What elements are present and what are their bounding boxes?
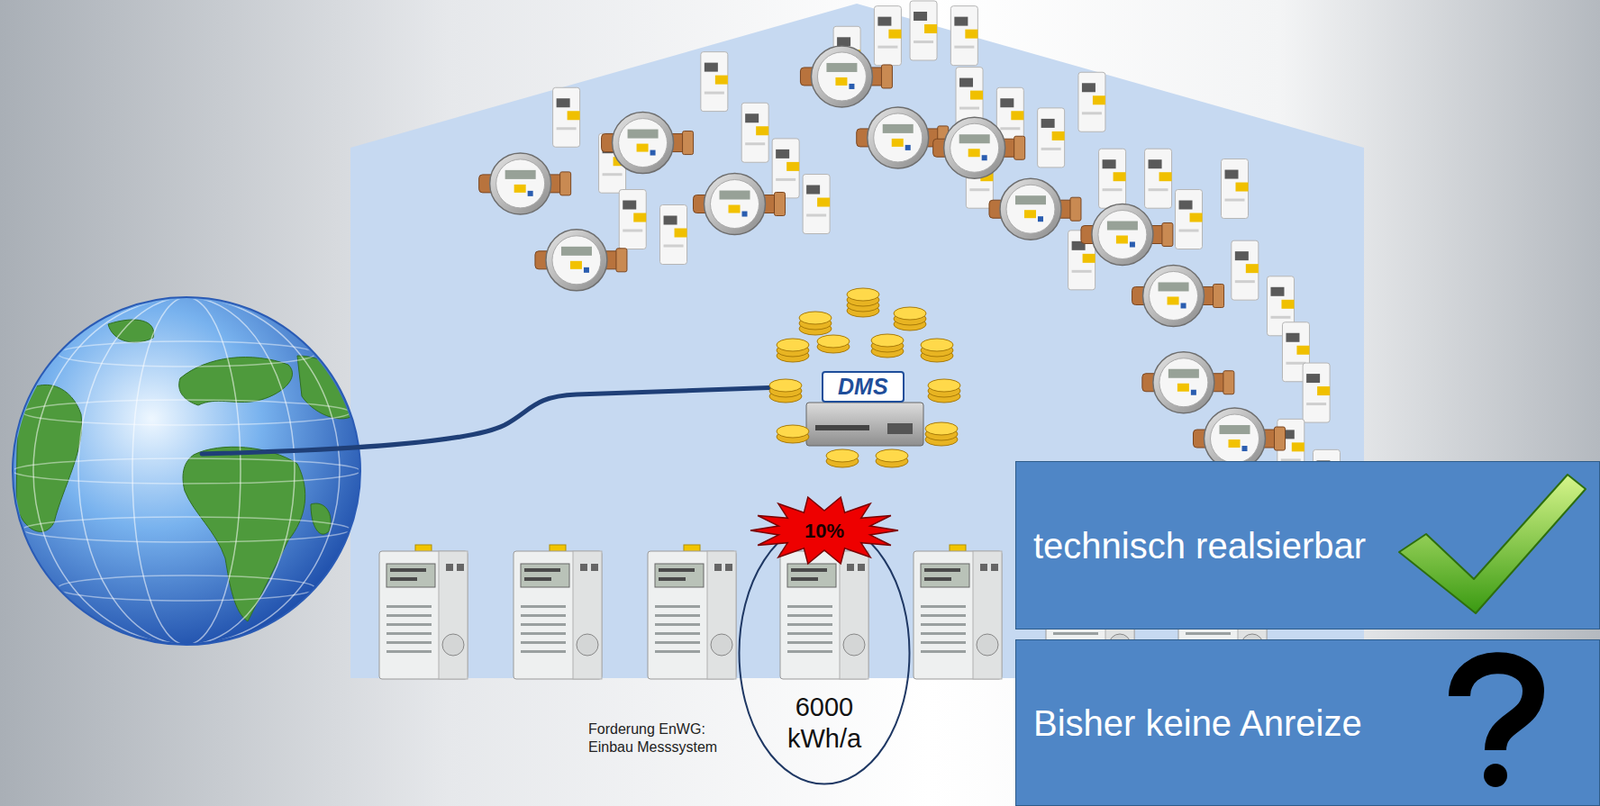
- water-meter: [933, 117, 1026, 179]
- heat-allocator: [873, 6, 901, 66]
- coin-icon: [875, 449, 909, 463]
- globe-icon: [12, 297, 361, 646]
- electricity-meter: [379, 545, 468, 680]
- meridian-line: [33, 297, 340, 646]
- water-meter: [800, 45, 892, 108]
- water-meter: [535, 229, 628, 291]
- heat-allocator: [1078, 72, 1106, 132]
- continent-shape: [310, 503, 331, 535]
- electricity-meter: [647, 545, 737, 680]
- ellipse-highlight: 6000 kWh/a: [737, 520, 911, 786]
- meridian-line: [78, 297, 295, 646]
- heat-allocator: [802, 174, 830, 235]
- node-text: technisch realsierbar: [1033, 524, 1366, 568]
- electricity-meter: [913, 545, 1002, 680]
- coin-icon: [776, 425, 810, 438]
- heat-allocator: [741, 102, 769, 163]
- water-meter: [693, 173, 786, 236]
- continent-shape: [108, 319, 155, 343]
- coin-icon: [769, 379, 802, 392]
- server-badge: DMS: [821, 371, 905, 403]
- heat-allocator: [660, 205, 688, 265]
- water-meter: [1142, 352, 1235, 414]
- meridian-line: [132, 297, 241, 646]
- heat-allocator: [909, 0, 937, 61]
- heat-allocator: [1231, 240, 1259, 300]
- coin-icon: [776, 338, 810, 352]
- status-box: technisch realsierbar: [1015, 461, 1600, 630]
- coin-icon: [925, 422, 958, 436]
- coin-icon: [871, 334, 904, 347]
- heat-allocator: [1099, 148, 1127, 209]
- note-text: Forderung EnWG: Einbau Messsystem: [588, 720, 724, 757]
- heat-allocator: [1221, 159, 1249, 219]
- parallel-line: [12, 458, 361, 484]
- heat-allocator: [1175, 190, 1203, 250]
- continent-shape: [297, 355, 361, 419]
- water-meter: [1081, 204, 1173, 266]
- heat-allocator: [772, 138, 800, 199]
- continent-shape: [16, 384, 82, 532]
- coin-icon: [799, 311, 832, 325]
- server-icon: [806, 402, 924, 446]
- heat-allocator: [553, 87, 581, 147]
- coin-icon: [927, 379, 961, 392]
- parallel-line: [57, 575, 315, 601]
- water-meter: [479, 153, 572, 215]
- water-meter: [989, 178, 1082, 240]
- heat-allocator: [618, 190, 646, 250]
- node-text: Bisher keine Anreize: [1033, 701, 1363, 746]
- percent-callout: 10%: [770, 518, 879, 545]
- heat-allocator: [1037, 108, 1065, 168]
- coin-icon: [893, 307, 927, 320]
- network-wire: [201, 387, 782, 455]
- water-meter: [856, 107, 949, 169]
- node-text: 6000 kWh/a: [777, 691, 872, 755]
- coin-icon: [920, 338, 954, 352]
- status-box: Bisher keine Anreize: [1015, 639, 1600, 806]
- water-meter: [1193, 408, 1286, 470]
- water-meter: [601, 112, 694, 174]
- heat-allocator: [1302, 363, 1330, 423]
- parallel-line: [57, 341, 315, 367]
- coin-icon: [817, 335, 850, 348]
- parallel-line: [22, 517, 350, 543]
- heat-allocator: [950, 6, 978, 66]
- electricity-meter: [780, 545, 869, 680]
- coin-icon: [826, 449, 859, 463]
- parallel-line: [22, 400, 350, 426]
- starburst-shape: [750, 497, 899, 564]
- water-meter: [1132, 264, 1225, 327]
- coin-icon: [846, 288, 880, 301]
- heat-allocator: [700, 52, 728, 112]
- electricity-meter: [513, 545, 602, 680]
- heat-allocator: [1145, 148, 1173, 209]
